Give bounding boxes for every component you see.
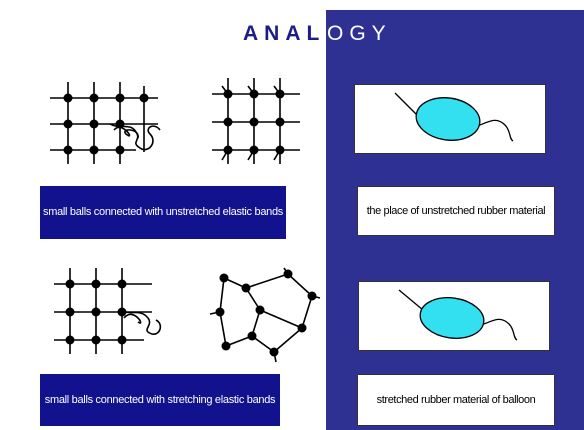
title-left-part: ANAL: [243, 22, 326, 45]
unstretched-network-tangled: [50, 82, 161, 164]
balloon-icon: [394, 92, 514, 142]
stretching-network-deformed: [209, 267, 321, 363]
top-border: [0, 0, 584, 10]
caption-unstretched: small balls connected with unstretched e…: [40, 186, 286, 239]
unstretched-network-neat: [212, 78, 300, 164]
title-right-part: OGY: [327, 22, 392, 45]
balloon-box-unstretched: [354, 84, 546, 154]
caption-stretching: small balls connected with stretching el…: [40, 374, 280, 426]
balloon-box-stretched: [358, 281, 550, 351]
balloon-icon: [398, 289, 518, 341]
slide-title: ANAL OGY: [0, 22, 584, 52]
stretching-network-tangled: [54, 268, 162, 354]
note-unstretched-rubber: the place of unstretched rubber material: [357, 186, 555, 236]
note-stretched-rubber: stretched rubber material of balloon: [357, 374, 555, 426]
